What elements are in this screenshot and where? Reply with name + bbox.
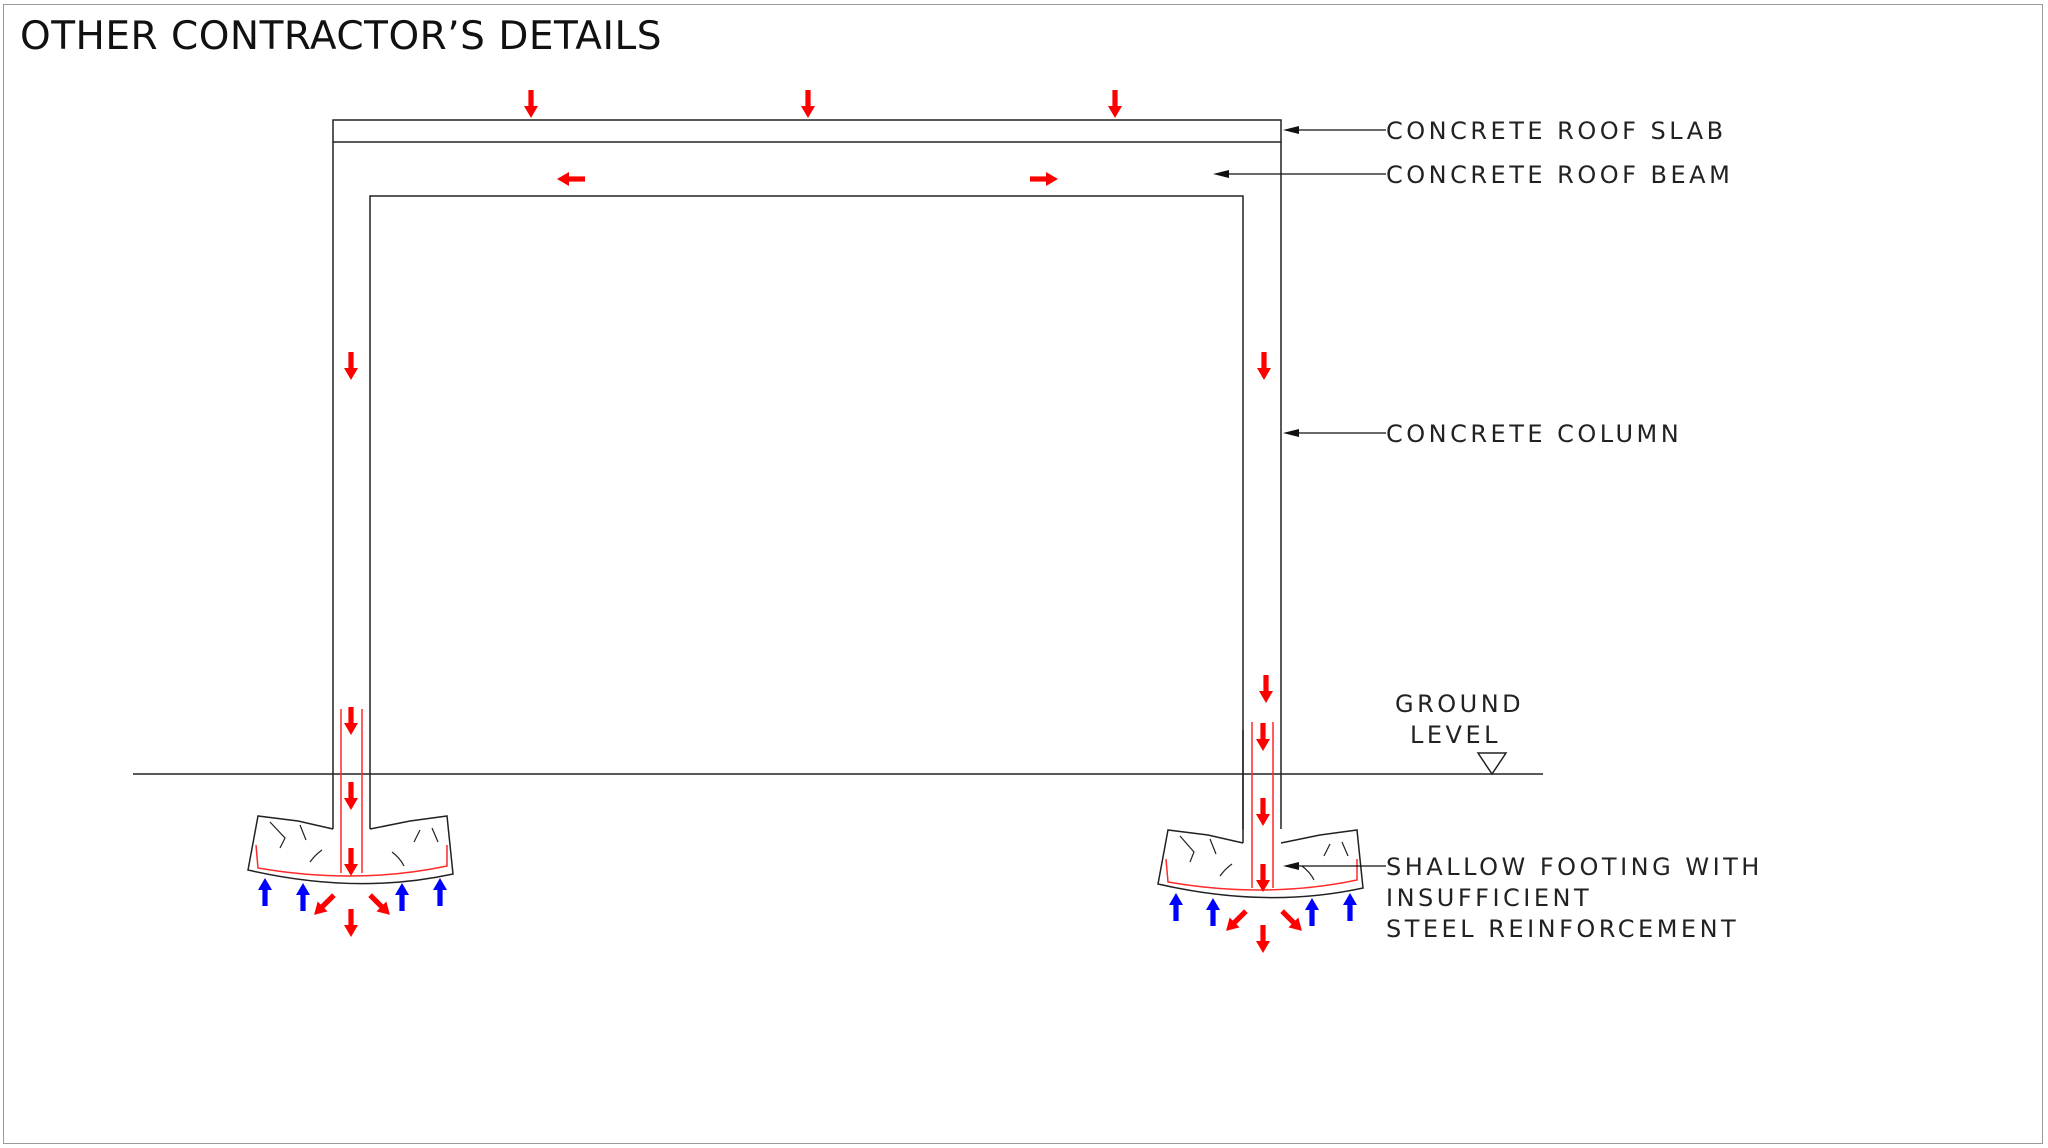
label-roof-slab: CONCRETE ROOF SLAB <box>1386 117 1727 145</box>
red-arrow-icon <box>344 782 358 810</box>
red-arrow-icon <box>344 352 358 380</box>
blue-arrow-icon <box>296 883 310 911</box>
red-arrow-icon <box>1277 906 1307 936</box>
load-arrows <box>309 90 1307 953</box>
red-arrow-icon <box>1108 90 1122 118</box>
red-arrow-icon <box>1030 172 1058 186</box>
label-column: CONCRETE COLUMN <box>1386 420 1682 448</box>
page-title: OTHER CONTRACTOR’S DETAILS <box>20 14 662 59</box>
right-footing <box>1157 722 1364 899</box>
red-arrow-icon <box>524 90 538 118</box>
left-footing <box>247 709 454 885</box>
label-roof-beam: CONCRETE ROOF BEAM <box>1386 161 1733 189</box>
blue-arrow-icon <box>433 878 447 906</box>
label-ground: GROUND <box>1395 690 1524 718</box>
blue-arrow-icon <box>258 878 272 906</box>
red-arrow-icon <box>1221 906 1251 936</box>
blue-arrow-icon <box>1343 893 1357 921</box>
leader-lines <box>1213 126 1386 870</box>
blue-arrow-icon <box>395 883 409 911</box>
blue-arrow-icon <box>1169 893 1183 921</box>
red-arrow-icon <box>1256 925 1270 953</box>
roof-slab <box>332 119 1282 143</box>
label-level: LEVEL <box>1410 721 1501 749</box>
ground-level-triangle-icon <box>1476 752 1508 776</box>
blue-arrow-icon <box>1206 898 1220 926</box>
blue-arrow-icon <box>1305 898 1319 926</box>
red-arrow-icon <box>344 848 358 876</box>
red-arrow-icon <box>1256 798 1270 826</box>
red-arrow-icon <box>557 172 585 186</box>
red-arrow-icon <box>344 909 358 937</box>
red-arrow-icon <box>365 890 395 920</box>
drawing-frame <box>3 4 2043 1144</box>
red-arrow-icon <box>309 890 339 920</box>
label-footing-3: STEEL REINFORCEMENT <box>1386 915 1739 943</box>
red-arrow-icon <box>1257 352 1271 380</box>
red-arrow-icon <box>801 90 815 118</box>
red-arrow-icon <box>1256 864 1270 892</box>
label-footing-1: SHALLOW FOOTING WITH <box>1386 853 1763 881</box>
red-arrow-icon <box>1259 675 1273 703</box>
red-arrow-icon <box>344 707 358 735</box>
red-arrow-icon <box>1256 723 1270 751</box>
label-footing-2: INSUFFICIENT <box>1386 884 1592 912</box>
frame-outline <box>332 142 1282 829</box>
